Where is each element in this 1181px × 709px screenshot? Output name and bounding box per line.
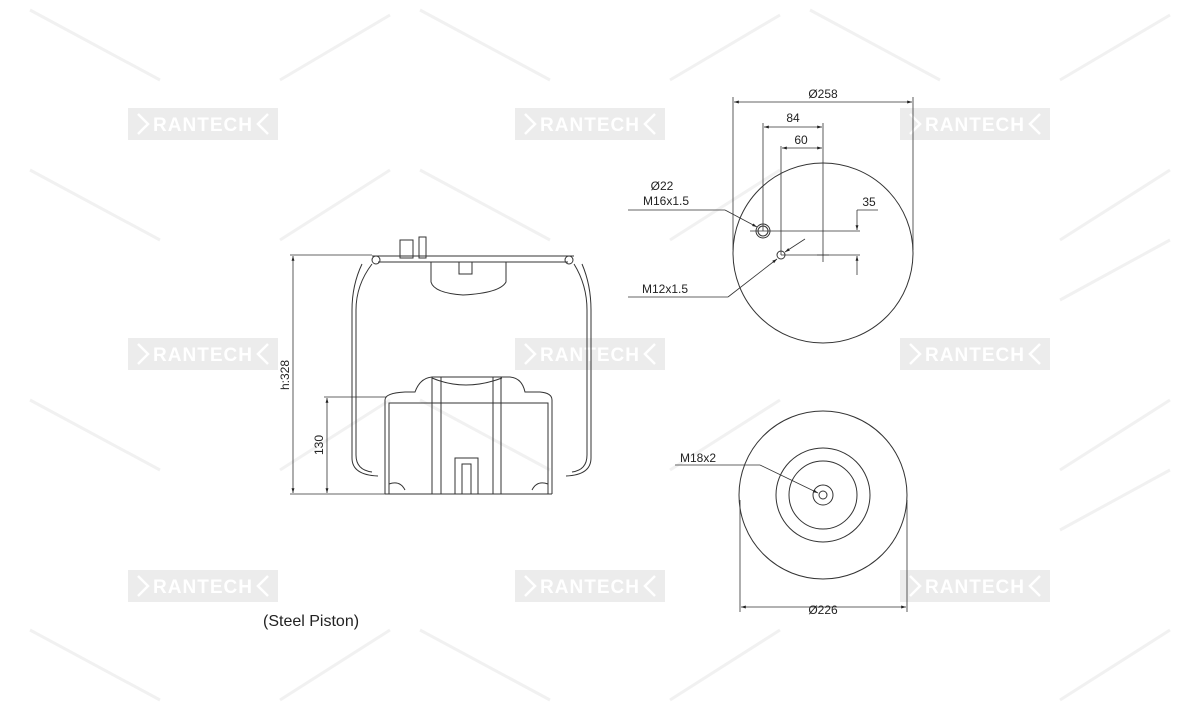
svg-text:RANTECH: RANTECH: [540, 115, 640, 136]
svg-text:RANTECH: RANTECH: [925, 577, 1025, 598]
bottom-diameter-label: Ø226: [808, 603, 838, 617]
top-diameter-label: Ø258: [808, 87, 838, 101]
svg-text:RANTECH: RANTECH: [153, 345, 253, 366]
bottom-view: Ø226 M18x2: [675, 410, 908, 617]
svg-text:RANTECH: RANTECH: [925, 115, 1025, 136]
svg-text:RANTECH: RANTECH: [925, 345, 1025, 366]
dim-84-label: 84: [786, 111, 800, 125]
bottom-thread-label: M18x2: [680, 451, 716, 465]
svg-text:RANTECH: RANTECH: [153, 577, 253, 598]
dim-35-label: 35: [862, 195, 876, 209]
hole2-thread-label: M12x1.5: [642, 282, 688, 296]
dim-60-label: 60: [794, 133, 808, 147]
height-label: h:328: [278, 360, 292, 390]
svg-text:RANTECH: RANTECH: [540, 345, 640, 366]
piston-height-label: 130: [312, 435, 326, 455]
svg-text:RANTECH: RANTECH: [540, 577, 640, 598]
watermarks: RANTECH RANTECH RANTECH RANTECH RANTECH …: [128, 108, 1050, 602]
side-view: h:328 130 (Steel Piston): [263, 236, 592, 630]
svg-text:RANTECH: RANTECH: [153, 115, 253, 136]
watermark-lines: [29, 8, 1171, 702]
top-view: Ø258 84 60 35 Ø22 M16x1.5 M12x1.5: [628, 87, 914, 344]
caption: (Steel Piston): [263, 613, 359, 630]
hole1-thread-label: M16x1.5: [643, 194, 689, 208]
hole1-diameter-label: Ø22: [651, 179, 674, 193]
